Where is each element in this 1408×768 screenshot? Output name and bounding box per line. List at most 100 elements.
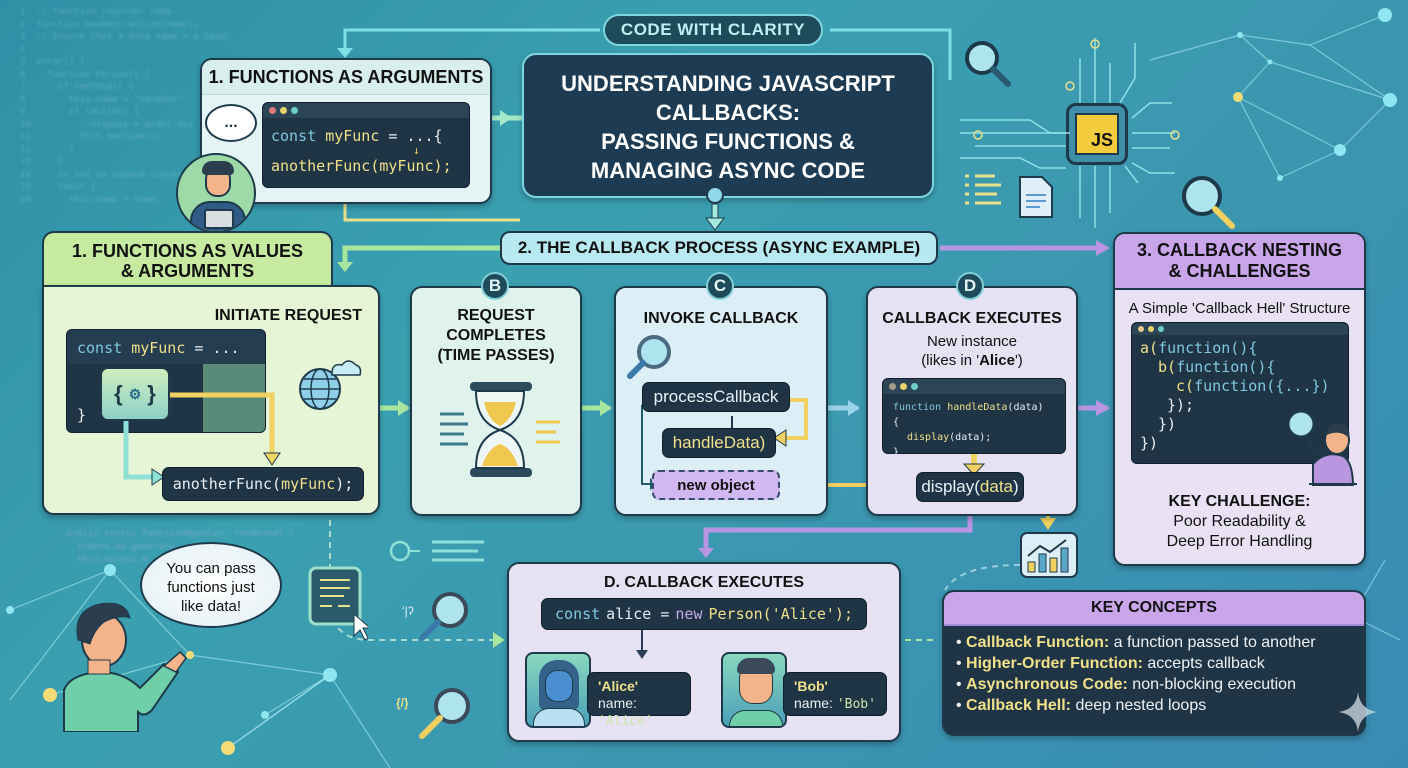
globe-cloud-icon <box>299 360 362 410</box>
code-text: function(){ <box>1158 339 1258 357</box>
down-arrow-icon <box>962 454 986 476</box>
developer-avatar <box>176 153 256 233</box>
concept-item: • Higher-Order Function: accepts callbac… <box>956 655 1265 672</box>
bob-avatar <box>721 652 787 728</box>
section-1-heading-line-2: & ARGUMENTS <box>120 261 255 281</box>
code-identifier: b( <box>1158 358 1177 376</box>
concept-item: • Callback Hell: deep nested loops <box>956 697 1207 714</box>
key-challenge-line-1: Poor Readability & <box>1173 513 1306 530</box>
process-callback-node: processCallback <box>642 382 790 412</box>
document-icon <box>1019 176 1053 218</box>
js-chip: JS <box>1066 103 1128 165</box>
key-concepts-title: KEY CONCEPTS <box>944 592 1364 626</box>
step-b-line-3: (TIME PASSES) <box>437 347 555 364</box>
close-brace: } <box>77 406 87 424</box>
display-data-node: display(data) <box>916 472 1024 502</box>
person-label: 'Bob' <box>794 678 828 694</box>
call-arg: myFunc <box>281 475 336 493</box>
code-brackets-icon: {/} <box>396 696 409 710</box>
speech-line-3: like data! <box>180 598 242 615</box>
code-line: c(function({...}) <box>1140 377 1340 396</box>
key-challenge-title: KEY CHALLENGE: <box>1168 493 1311 510</box>
code-fn: handleData <box>947 402 1008 413</box>
handle-data-code-window: function handleData(data) { display(data… <box>882 378 1066 458</box>
title-line-3: PASSING FUNCTIONS & <box>601 129 855 154</box>
code-line-3: } <box>893 447 900 458</box>
title-line-4: MANAGING ASYNC CODE <box>590 158 866 183</box>
concept-description: non-blocking execution <box>1132 676 1296 693</box>
code-fn-2: display <box>907 432 950 443</box>
flow-arrows <box>123 392 281 486</box>
concept-item: • Asynchronous Code: non-blocking execut… <box>956 676 1296 693</box>
step-d-card: CALLBACK EXECUTES New instance (likes in… <box>866 286 1078 516</box>
step-b-card: REQUEST COMPLETES (TIME PASSES) <box>410 286 582 516</box>
code-symbol-icon: ʻ|ʔ <box>402 604 414 618</box>
code-window: const myFunc = ...{ ↓ anotherFunc(myFunc… <box>262 102 470 188</box>
code-identifier: c( <box>1176 377 1195 395</box>
person-constructor-code: const alice = new Person('Alice'); <box>541 598 867 630</box>
sparkle-icon <box>1338 692 1378 732</box>
code-call: Person('Alice'); <box>708 605 853 623</box>
confused-developer-icon <box>1286 409 1357 486</box>
another-func-call: anotherFunc(myFunc); <box>162 467 364 501</box>
call-prefix: anotherFunc( <box>172 475 282 493</box>
key-concepts-card: KEY CONCEPTS • Callback Function: a func… <box>942 590 1366 736</box>
code-line: b(function(){ <box>1140 358 1340 377</box>
initiate-request-label: INITIATE REQUEST <box>214 307 362 324</box>
magnifier-icon <box>419 592 468 641</box>
code-rest: (data) { <box>893 402 1044 428</box>
title-card: UNDERSTANDING JAVASCRIPT CALLBACKS: PASS… <box>522 53 934 198</box>
magnifier-icon-yellow <box>1182 176 1235 229</box>
gear-icon: ⚙ <box>128 385 142 402</box>
key-challenge-line-2: Deep Error Handling <box>1166 533 1313 550</box>
concept-description: a function passed to another <box>1113 634 1316 651</box>
code-line: }) <box>1140 434 1340 453</box>
alice-avatar <box>525 652 591 728</box>
code-text: function(){ <box>1176 358 1276 376</box>
concept-term: Higher-Order Function: <box>966 655 1143 672</box>
concept-term: Callback Function: <box>966 634 1110 651</box>
output-fn: display( <box>921 477 980 496</box>
code-text: function({...}) <box>1194 377 1330 395</box>
title-connector-node <box>706 186 724 204</box>
section-3-heading-line-1: 3. CALLBACK NESTING <box>1136 240 1342 260</box>
code-text: }) <box>1140 434 1159 452</box>
callback-hell-code-window: a(function(){b(function(){c(function({..… <box>1131 322 1349 464</box>
section-3-card: 3. CALLBACK NESTING & CHALLENGES A Simpl… <box>1113 232 1366 566</box>
title-line-2: CALLBACKS: <box>655 100 801 125</box>
code-new: new <box>675 605 703 623</box>
code-rest-2: (data); <box>949 432 992 443</box>
code-name: myFunc <box>325 127 380 145</box>
circuit-lines-decoration <box>960 38 1180 228</box>
step-d-subtitle-1: New instance <box>926 333 1018 350</box>
section-3-heading-line-2: & CHALLENGES <box>1168 261 1311 281</box>
concept-description: accepts callback <box>1147 655 1265 672</box>
output-arg: data <box>979 477 1013 496</box>
code-text: }) <box>1158 415 1177 433</box>
down-arrow-icon: ↓ <box>413 144 420 157</box>
person-value: 'Alice' <box>598 714 653 729</box>
card-heading: 1. FUNCTIONS AS ARGUMENTS <box>202 60 490 95</box>
step-b-line-1: REQUEST <box>457 307 535 324</box>
person-prop: name: <box>598 695 637 711</box>
brand-text: CODE WITH CLARITY <box>620 20 806 39</box>
section-1-card: INITIATE REQUEST const myFunc = ... } { … <box>42 285 380 515</box>
step-d-badge: D <box>956 272 984 300</box>
code-name: myFunc <box>131 339 186 357</box>
code-keyword: function <box>893 402 942 413</box>
brace-close: } <box>147 381 156 406</box>
speech-line-2: functions just <box>167 579 255 596</box>
concept-term: Callback Hell: <box>966 697 1071 714</box>
thought-bubble: ... <box>205 104 257 142</box>
code-keyword: const <box>77 339 123 357</box>
step-c-card: INVOKE CALLBACK processCallback handleDa… <box>614 286 828 516</box>
code-rest: = ... <box>194 339 240 357</box>
person-label: 'Alice' <box>598 678 639 694</box>
new-object-node: new object <box>652 470 780 500</box>
down-arrow-icon <box>636 630 648 659</box>
function-body-icon: { ⚙ } <box>100 367 170 421</box>
speech-bubble: You can pass functions just like data! <box>140 542 282 628</box>
title-line-1: UNDERSTANDING JAVASCRIPT <box>561 71 895 96</box>
call-suffix: ); <box>335 475 354 493</box>
handle-data-node: handleData) <box>662 428 776 458</box>
